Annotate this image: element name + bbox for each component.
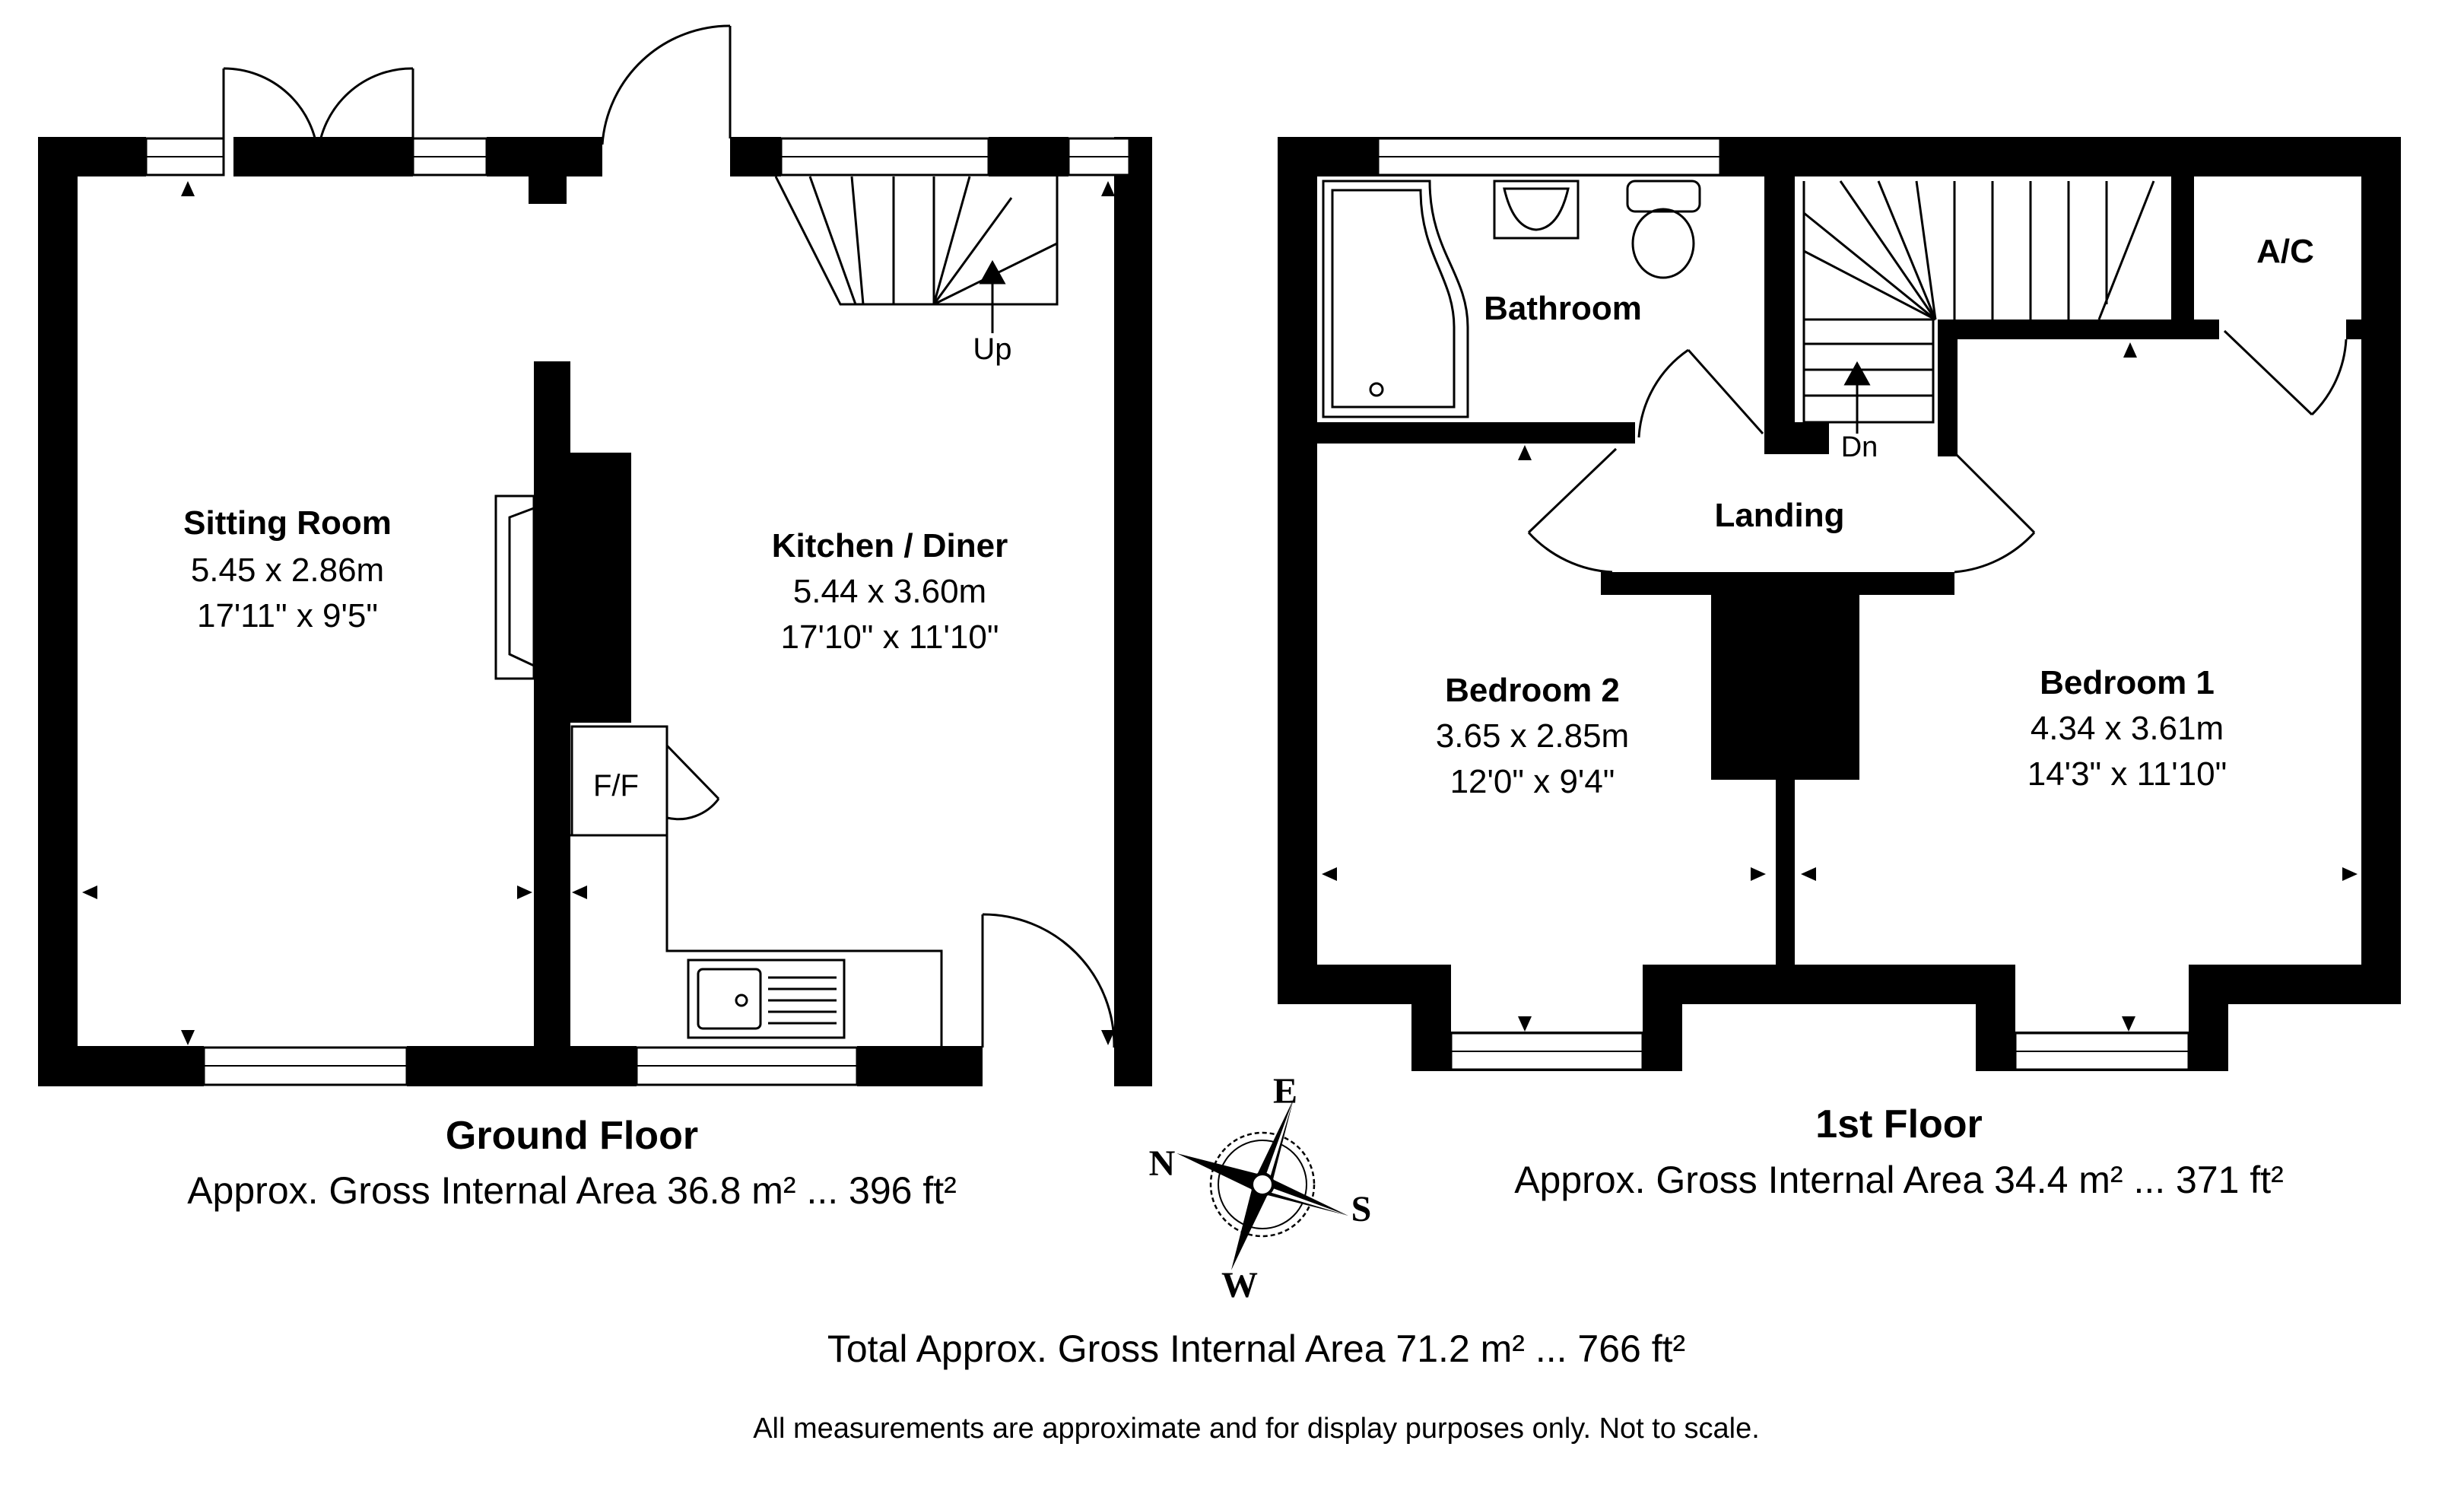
bedroom1-metric: 4.34 x 3.61m — [2031, 710, 2224, 747]
first-floor-area: Approx. Gross Internal Area 34.4 m² ... … — [1514, 1159, 2284, 1201]
compass-w: W — [1221, 1265, 1258, 1305]
french-doors — [222, 67, 414, 156]
compass-rose: N E S W — [1149, 1071, 1372, 1305]
disclaimer: All measurements are approximate and for… — [753, 1413, 1760, 1445]
kitchen-metric: 5.44 x 3.60m — [793, 573, 986, 610]
bedroom-1: Bedroom 1 4.34 x 3.61m 14'3" x 11'10" — [2027, 664, 2227, 793]
sitting-room: Sitting Room 5.45 x 2.86m 17'11" x 9'5" — [183, 504, 392, 634]
sitting-room-name: Sitting Room — [183, 504, 392, 542]
ground-floor-area: Approx. Gross Internal Area 36.8 m² ... … — [187, 1169, 957, 1212]
ground-floor-title: Ground Floor — [446, 1114, 698, 1158]
stairs-down-label: Dn — [1841, 431, 1878, 463]
kitchen-diner: Kitchen / Diner 5.44 x 3.60m 17'10" x 11… — [772, 527, 1008, 656]
bedroom1-name: Bedroom 1 — [2040, 664, 2215, 701]
ground-floor-plan: Sitting Room 5.45 x 2.86m 17'11" x 9'5" … — [38, 24, 1152, 1212]
kitchen-name: Kitchen / Diner — [772, 527, 1008, 564]
first-floor-walls — [1278, 137, 2401, 1071]
fridge-freezer — [570, 725, 668, 837]
bedroom1-imperial: 14'3" x 11'10" — [2027, 755, 2227, 793]
compass-s: S — [1351, 1189, 1372, 1229]
ground-floor-stairs — [774, 176, 1059, 333]
kitchen-counter — [570, 834, 943, 1046]
compass-e: E — [1273, 1071, 1297, 1111]
sitting-room-metric: 5.45 x 2.86m — [191, 552, 384, 589]
ground-floor-markers — [82, 181, 1151, 1045]
bedroom2-name: Bedroom 2 — [1445, 672, 1620, 709]
bathroom-basin — [1493, 180, 1580, 240]
ac-name: A/C — [2256, 233, 2314, 270]
kitchen-imperial: 17'10" x 11'10" — [781, 618, 999, 656]
bathroom-name: Bathroom — [1484, 290, 1642, 327]
fireplace-hearth — [494, 494, 535, 680]
kitchen-sink — [687, 959, 846, 1039]
first-floor-doors — [1527, 329, 2348, 574]
toilet — [1626, 180, 1701, 279]
ff-label: F/F — [593, 769, 639, 803]
total-area: Total Approx. Gross Internal Area 71.2 m… — [827, 1327, 1685, 1370]
landing-name: Landing — [1714, 497, 1844, 534]
bathtub — [1322, 180, 1469, 418]
compass-n: N — [1149, 1143, 1176, 1184]
first-floor-stairs — [1802, 180, 2155, 434]
first-floor-title: 1st Floor — [1815, 1102, 1983, 1146]
first-floor-markers — [1322, 342, 2358, 1032]
ground-floor-walls — [38, 137, 1152, 1086]
bedroom2-imperial: 12'0" x 9'4" — [1450, 763, 1615, 800]
stairs-up-label: Up — [973, 332, 1011, 366]
first-floor-plan: Bathroom A/C Landing Dn Bedroom 2 3.65 x… — [1278, 137, 2401, 1201]
bedroom2-metric: 3.65 x 2.85m — [1436, 717, 1629, 755]
bedroom-2: Bedroom 2 3.65 x 2.85m 12'0" x 9'4" — [1436, 672, 1629, 800]
rear-door — [601, 24, 732, 145]
front-door — [981, 913, 1116, 1048]
sitting-room-imperial: 17'11" x 9'5" — [197, 597, 378, 634]
